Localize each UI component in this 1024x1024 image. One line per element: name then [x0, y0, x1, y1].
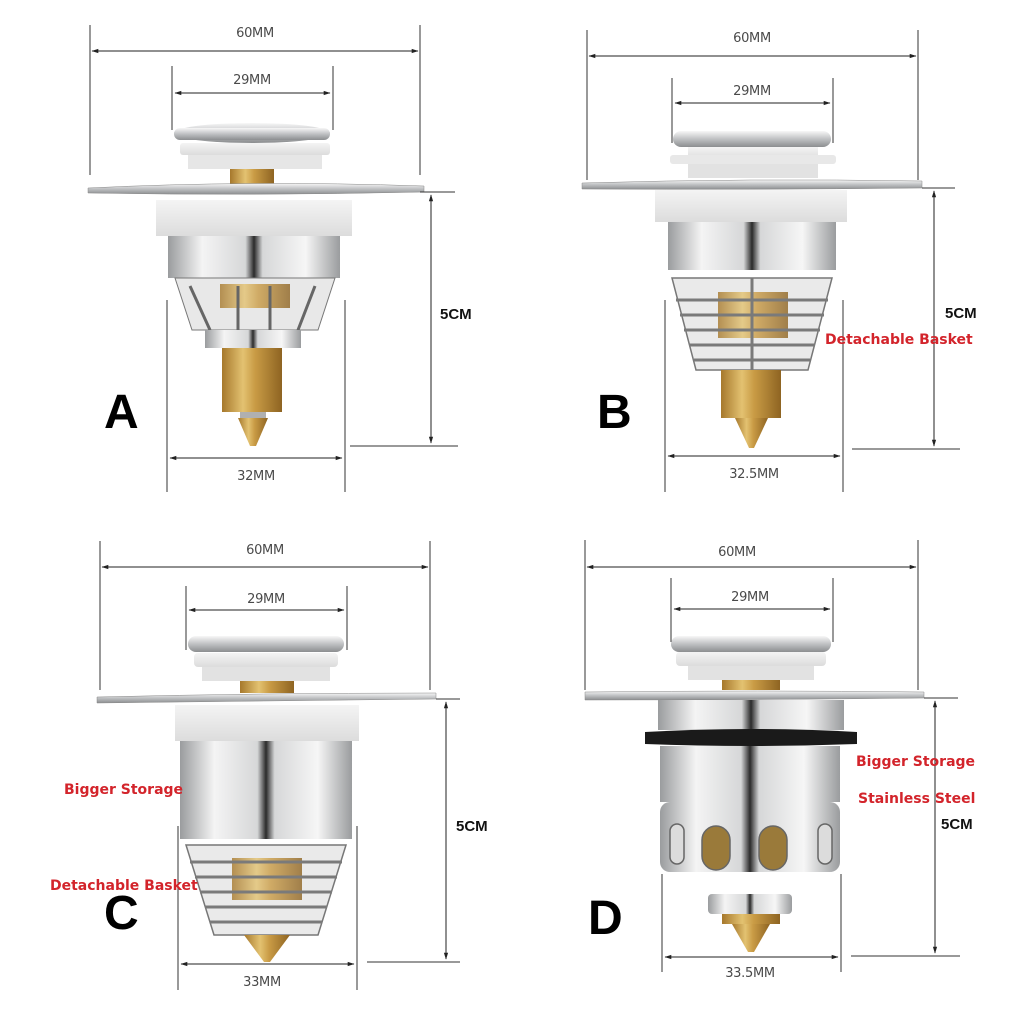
height-label: 5CM [456, 818, 488, 835]
cap-width-label: 29MM [731, 590, 769, 605]
panel-a: 60MM 29MM 5CM 32MM A [0, 0, 512, 512]
height-label: 5CM [941, 816, 973, 833]
variant-letter: C [104, 887, 139, 940]
body-width-label: 33MM [243, 975, 281, 990]
flange-width-label: 60MM [246, 543, 284, 558]
variant-letter: D [588, 892, 623, 945]
panel-b: 60MM 29MM 5CM Detachable Basket 32.5MM B [0, 0, 977, 512]
flange-width-label: 60MM [718, 545, 756, 560]
panel-d-graphics [584, 540, 960, 972]
flange-width-label: 60MM [236, 26, 274, 41]
variant-letter: B [597, 386, 632, 439]
body-width-label: 32MM [237, 469, 275, 484]
cap-width-label: 29MM [733, 84, 771, 99]
variant-letter: A [104, 386, 139, 439]
flange-width-label: 60MM [733, 31, 771, 46]
body-width-label: 32.5MM [729, 467, 779, 482]
feature-label-bigger-storage: Bigger Storage [64, 782, 184, 798]
body-width-label: 33.5MM [725, 966, 775, 981]
height-label: 5CM [945, 305, 977, 322]
panel-c: 60MM 29MM Bigger Storage 5CM Detachable … [0, 0, 512, 990]
panel-c-graphics [96, 541, 460, 990]
feature-label-detachable-basket: Detachable Basket [50, 878, 198, 894]
panel-d: 60MM 29MM Bigger Storage Stainless Steel… [0, 0, 975, 981]
panel-b-graphics [581, 30, 960, 492]
panel-a-graphics [87, 25, 458, 492]
feature-label-stainless-steel: Stainless Steel [858, 791, 976, 807]
height-label: 5CM [440, 306, 472, 323]
feature-label-detachable-basket: Detachable Basket [825, 332, 973, 348]
cap-width-label: 29MM [233, 73, 271, 88]
cap-width-label: 29MM [247, 592, 285, 607]
feature-label-bigger-storage: Bigger Storage [856, 754, 976, 770]
